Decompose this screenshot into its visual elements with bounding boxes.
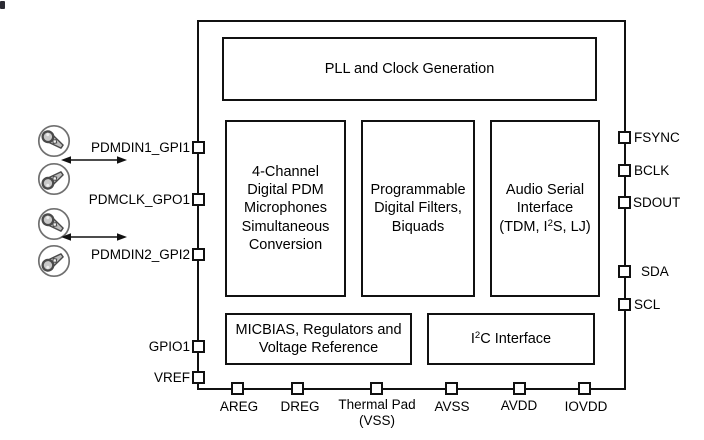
i2c-superscript: 2 <box>474 329 481 341</box>
block-digital-filters: Programmable Digital Filters, Biquads <box>361 120 475 297</box>
pin-gpio1 <box>192 340 205 353</box>
microphone-icon <box>37 207 71 241</box>
block-pdm-conversion: 4-Channel Digital PDM Microphones Simult… <box>225 120 346 297</box>
microphone-icon <box>37 162 71 196</box>
pin-label-scl: SCL <box>634 297 661 312</box>
asi-subline: (TDM, I2S, LJ) <box>499 218 591 236</box>
pin-iovdd <box>578 382 591 395</box>
pin-scl <box>618 298 631 311</box>
pin-label-fsync: FSYNC <box>634 130 680 145</box>
block-audio-serial-interface: Audio Serial Interface (TDM, I2S, LJ) <box>490 120 600 297</box>
pin-label-gpio1: GPIO1 <box>148 339 190 354</box>
bidirectional-arrow-icon <box>61 233 127 241</box>
block-label-filters: Programmable Digital Filters, Biquads <box>370 182 466 235</box>
pin-bclk <box>618 164 631 177</box>
block-i2c-interface: I2C Interface <box>427 313 595 365</box>
pin-label-dreg: DREG <box>280 399 320 414</box>
pin-pdmclk-gpo1 <box>192 193 205 206</box>
pin-avss <box>445 382 458 395</box>
microphone-icon <box>37 124 71 158</box>
pin-label-iovdd: IOVDD <box>564 399 608 414</box>
bidirectional-arrow-icon <box>61 156 127 164</box>
pin-label-thermal-pad-vss: Thermal Pad (VSS) <box>338 397 416 428</box>
pin-label-areg: AREG <box>219 399 259 414</box>
pin-label-vref: VREF <box>153 370 190 385</box>
pin-dreg <box>291 382 304 395</box>
asi-title: Audio Serial Interface <box>505 182 585 217</box>
asi-superscript: 2 <box>547 217 553 229</box>
pin-label-pdmclk-gpo1: PDMCLK_GPO1 <box>88 192 190 207</box>
pin-label-pdmdin1-gpi1: PDMDIN1_GPI1 <box>90 140 190 155</box>
microphone-icon <box>37 244 71 278</box>
corner-artifact <box>0 1 5 9</box>
pin-avdd <box>513 382 526 395</box>
block-label-asi: Audio Serial Interface (TDM, I2S, LJ) <box>499 163 591 254</box>
pin-pdmdin1-gpi1 <box>192 141 205 154</box>
asi-subline-post: S, LJ) <box>552 218 591 235</box>
block-label-pdm: 4-Channel Digital PDM Microphones Simult… <box>241 163 330 253</box>
pin-areg <box>231 382 244 395</box>
pin-label-pdmdin2-gpi2: PDMDIN2_GPI2 <box>90 247 190 262</box>
pin-label-avss: AVSS <box>434 399 470 414</box>
pin-label-sdout: SDOUT <box>633 195 681 210</box>
pin-label-bclk: BCLK <box>634 163 670 178</box>
pin-pdmdin2-gpi2 <box>192 248 205 261</box>
i2c-label-pre: I <box>470 330 475 347</box>
asi-subline-pre: (TDM, I <box>499 218 548 235</box>
block-pll-clock-generation: PLL and Clock Generation <box>222 37 597 101</box>
block-micbias-regulators: MICBIAS, Regulators and Voltage Referenc… <box>225 313 412 365</box>
block-label-i2c: I2C Interface <box>471 330 551 348</box>
pin-label-avdd: AVDD <box>500 398 538 413</box>
block-label-pll: PLL and Clock Generation <box>324 60 495 77</box>
pin-sdout <box>618 196 631 209</box>
pin-vref <box>192 371 205 384</box>
pin-sda <box>618 265 631 278</box>
pin-thermal-pad <box>370 382 383 395</box>
block-label-micbias: MICBIAS, Regulators and Voltage Referenc… <box>235 321 402 356</box>
i2c-label-post: C Interface <box>480 330 552 347</box>
pin-fsync <box>618 131 631 144</box>
pin-label-sda: SDA <box>641 264 669 279</box>
